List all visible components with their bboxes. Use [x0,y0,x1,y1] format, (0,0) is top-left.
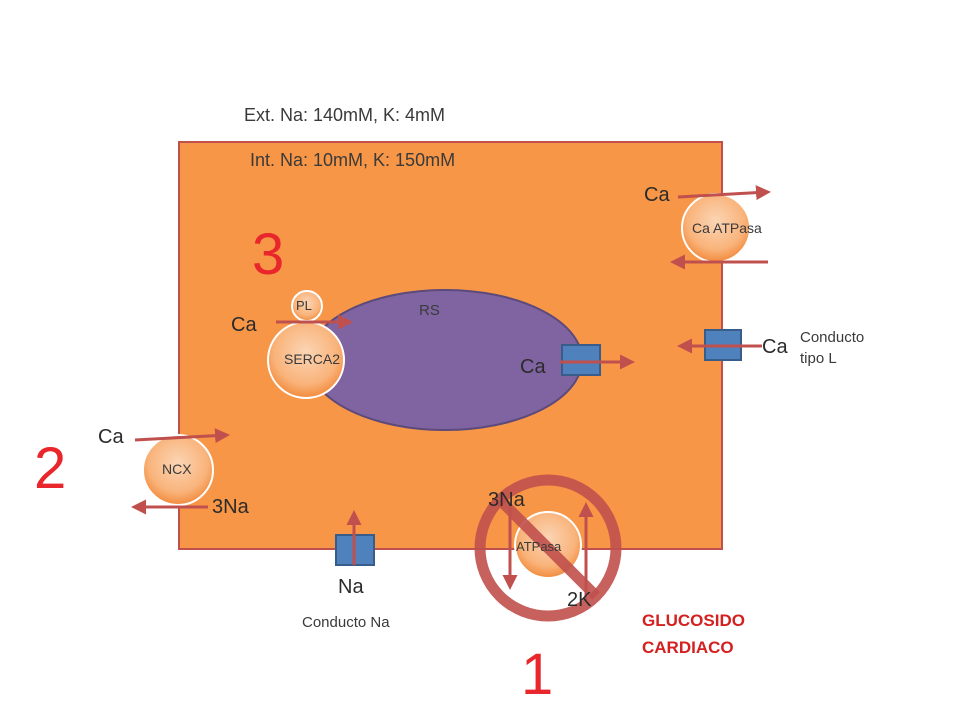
drug-label-line2: CARDIACO [642,638,734,657]
ca-atpase-label: Ca ATPasa [692,220,762,236]
extracellular-concentrations: Ext. Na: 140mM, K: 4mM [244,105,446,125]
ncx-ca-arrow [134,428,230,444]
ncx-exchanger [142,434,214,506]
na-k-atpase-k-label: 2K [567,589,592,611]
number-three: 3 [252,222,285,287]
inhibition-slash [496,496,600,600]
inhibition-circle [474,474,622,622]
na-channel-ion-label: Na [338,576,364,598]
na-k-atpase-label: ATPasa [516,539,562,554]
l-type-name-line2: tipo L [800,350,837,367]
l-type-ion-label: Ca [762,336,788,358]
serca-ion-label: Ca [231,314,257,336]
ca-atpase-ion-label: Ca [644,184,670,206]
rs-channel-ion-label: Ca [520,356,546,378]
rs-label: RS [419,302,440,319]
l-type-name-line1: Conducto [800,329,865,346]
ca-atpase-out-arrow [677,185,771,201]
na-k-atpase-na-label: 3Na [488,489,525,511]
ncx-label: NCX [162,461,192,477]
pl-label: PL [296,298,312,313]
na-channel-name: Conducto Na [302,614,390,631]
ncx-ca-label: Ca [98,426,124,448]
intracellular-concentrations: Int. Na: 10mM, K: 150mM [250,150,456,170]
rs-release-channel [561,344,601,376]
number-two: 2 [34,436,67,501]
number-one: 1 [521,642,554,707]
ncx-na-label: 3Na [212,496,249,518]
serca2-label: SERCA2 [284,351,341,367]
drug-label-line1: GLUCOSIDO [642,611,745,630]
